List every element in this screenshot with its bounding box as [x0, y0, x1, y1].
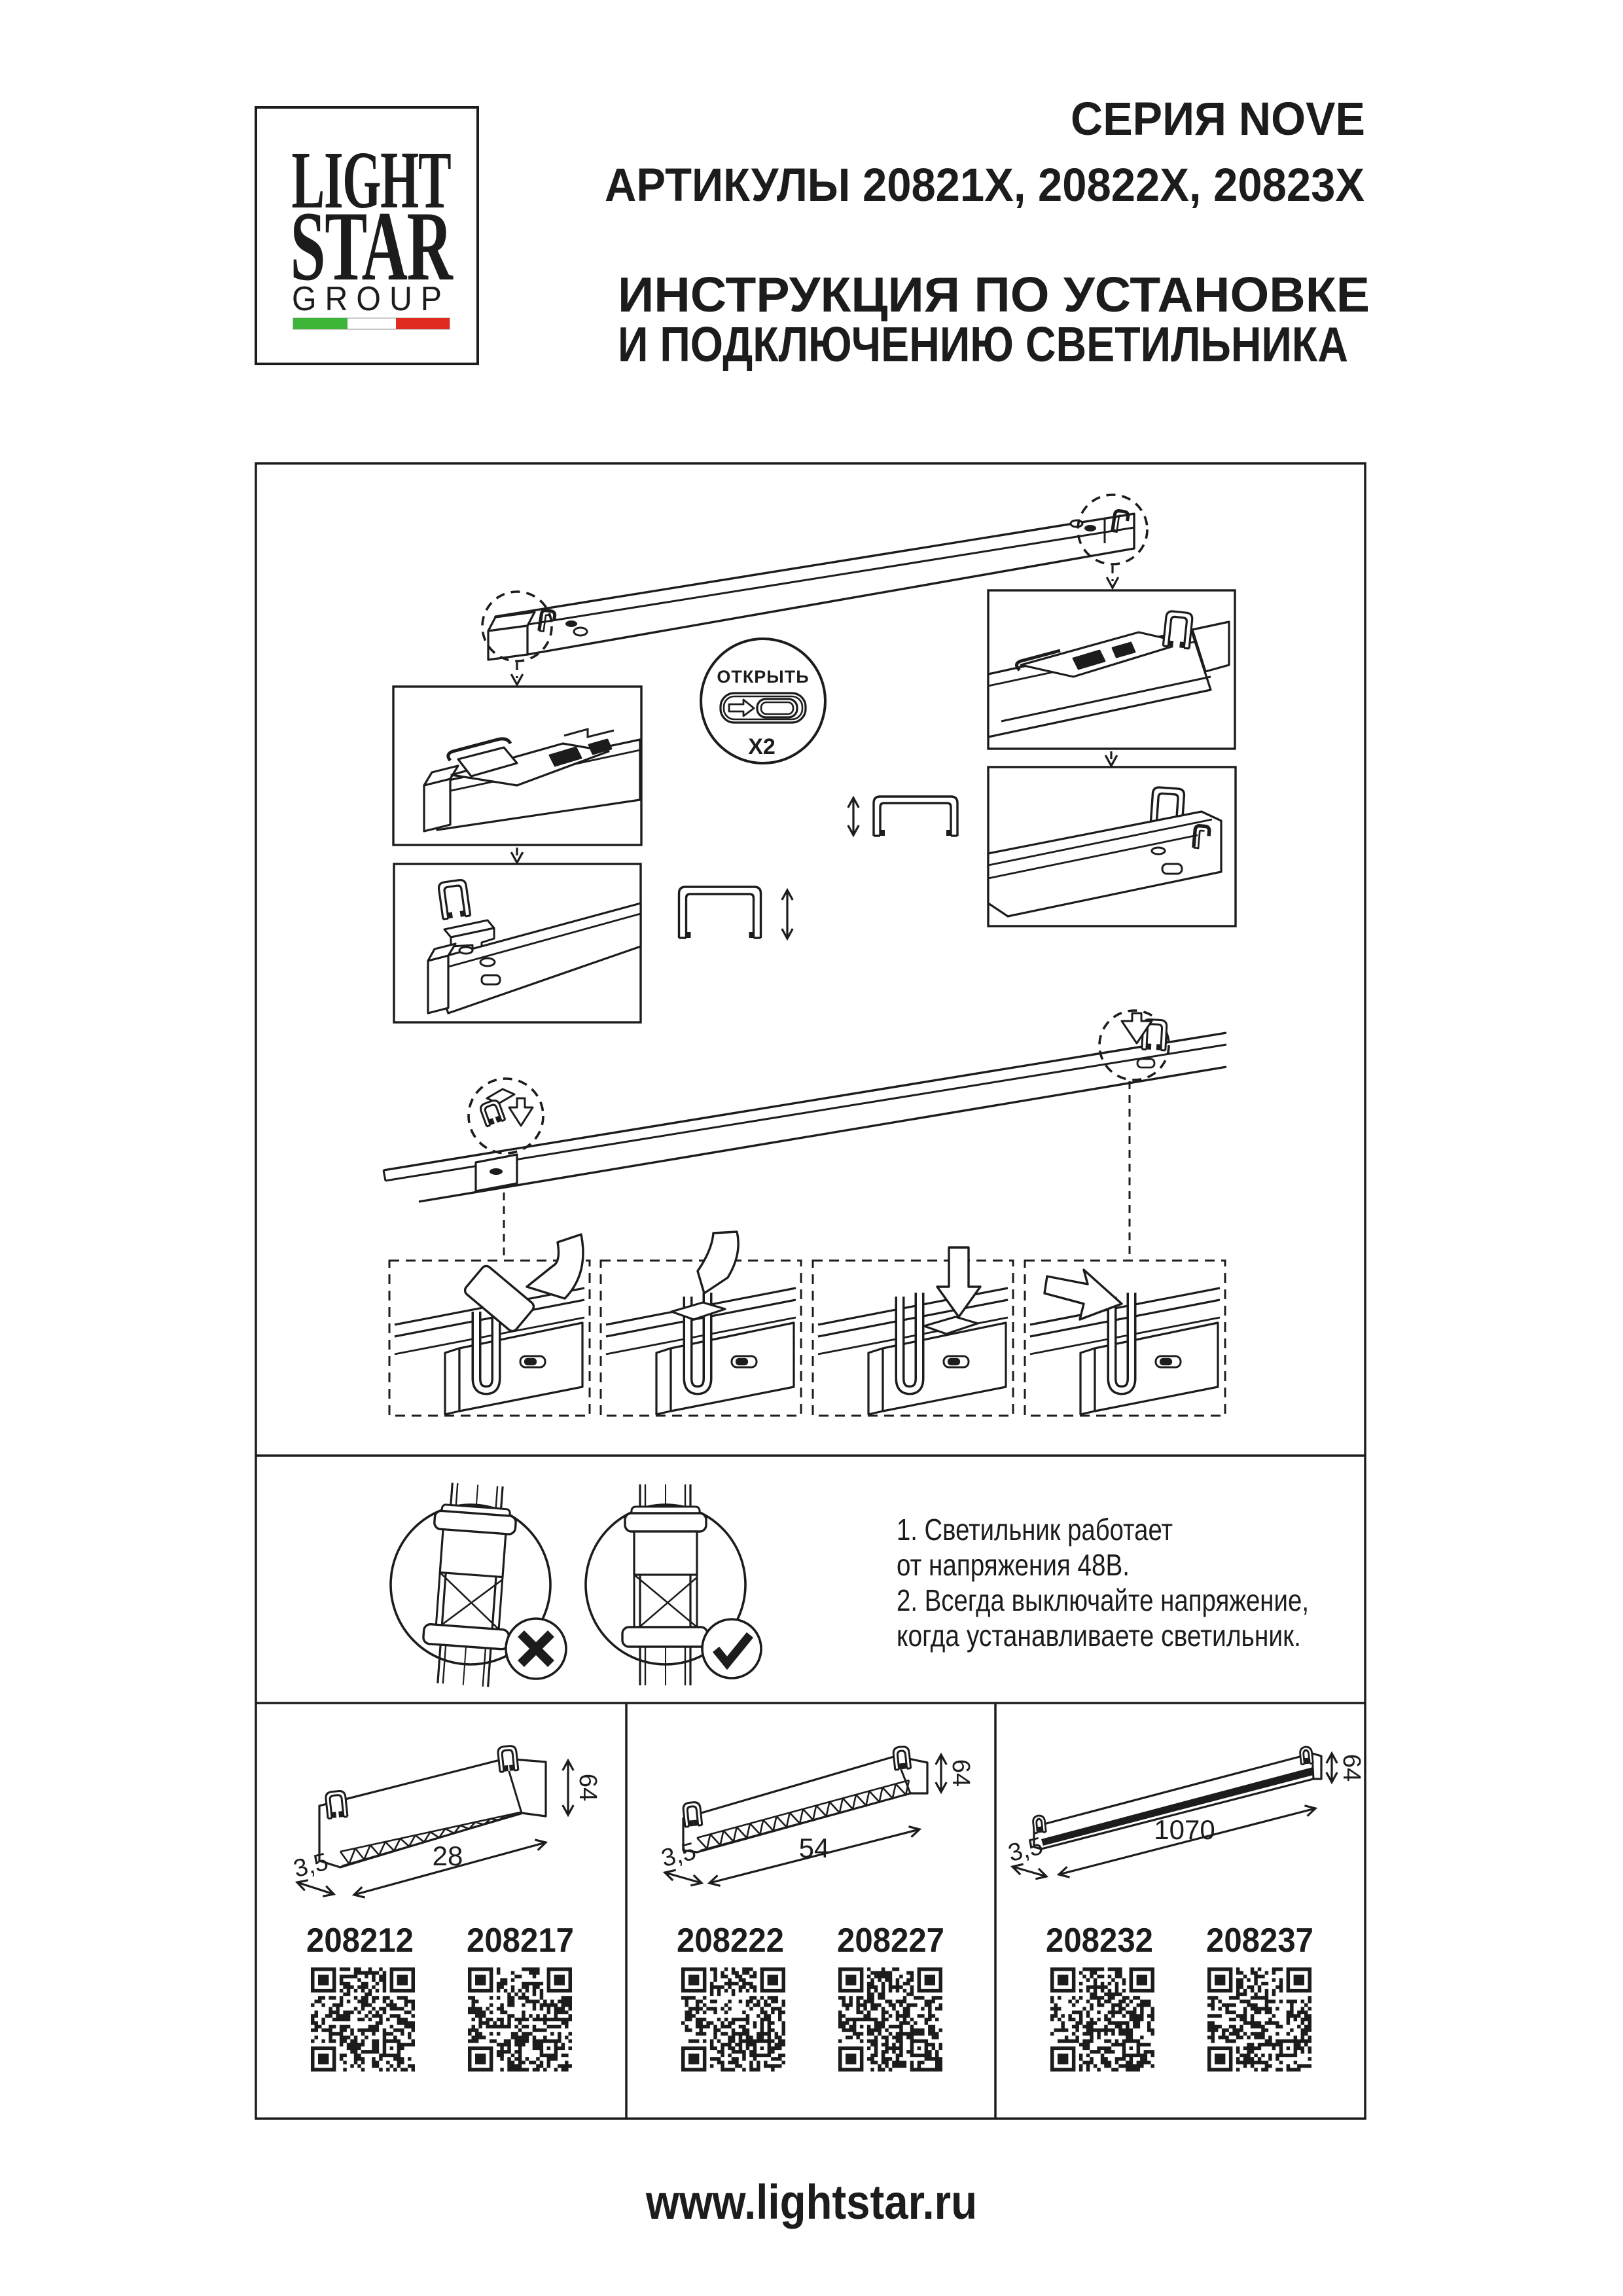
- svg-text:1. Светильник работает: 1. Светильник работает: [897, 1513, 1173, 1547]
- svg-text:www.lightstar.ru: www.lightstar.ru: [645, 2175, 977, 2229]
- svg-text:208237: 208237: [1206, 1922, 1313, 1960]
- svg-text:208217: 208217: [467, 1922, 574, 1960]
- svg-text:208232: 208232: [1046, 1922, 1153, 1960]
- svg-text:ОТКРЫТЬ: ОТКРЫТЬ: [717, 667, 809, 687]
- svg-text:64: 64: [574, 1774, 601, 1801]
- svg-text:64: 64: [1338, 1754, 1365, 1782]
- svg-text:28: 28: [433, 1840, 463, 1871]
- svg-text:2. Всегда выключайте напряжени: 2. Всегда выключайте напряжение,: [897, 1583, 1309, 1617]
- svg-text:208227: 208227: [837, 1922, 944, 1960]
- svg-text:3,5: 3,5: [1005, 1833, 1045, 1868]
- svg-text:когда устанавливаете светильни: когда устанавливаете светильник.: [897, 1619, 1301, 1653]
- svg-text:ИНСТРУКЦИЯ ПО УСТАНОВКЕ: ИНСТРУКЦИЯ ПО УСТАНОВКЕ: [618, 267, 1370, 322]
- svg-text:GROUP: GROUP: [292, 280, 450, 318]
- svg-text:54: 54: [799, 1833, 830, 1863]
- svg-text:от напряжения 48В.: от напряжения 48В.: [897, 1548, 1130, 1582]
- svg-text:X2: X2: [748, 734, 776, 759]
- svg-text:АРТИКУЛЫ 20821X, 20822X, 20823: АРТИКУЛЫ 20821X, 20822X, 20823X: [605, 160, 1364, 211]
- svg-text:64: 64: [947, 1759, 974, 1787]
- svg-text:STAR: STAR: [291, 191, 454, 301]
- svg-text:1070: 1070: [1154, 1814, 1215, 1845]
- svg-text:LIGHT: LIGHT: [292, 135, 451, 226]
- svg-text:3,5: 3,5: [658, 1838, 698, 1873]
- svg-text:СЕРИЯ NOVE: СЕРИЯ NOVE: [1071, 94, 1365, 145]
- svg-text:3,5: 3,5: [291, 1848, 330, 1884]
- svg-text:И ПОДКЛЮЧЕНИЮ СВЕТИЛЬНИКА: И ПОДКЛЮЧЕНИЮ СВЕТИЛЬНИКА: [618, 317, 1348, 372]
- svg-text:208222: 208222: [677, 1922, 784, 1960]
- svg-text:208212: 208212: [306, 1922, 414, 1960]
